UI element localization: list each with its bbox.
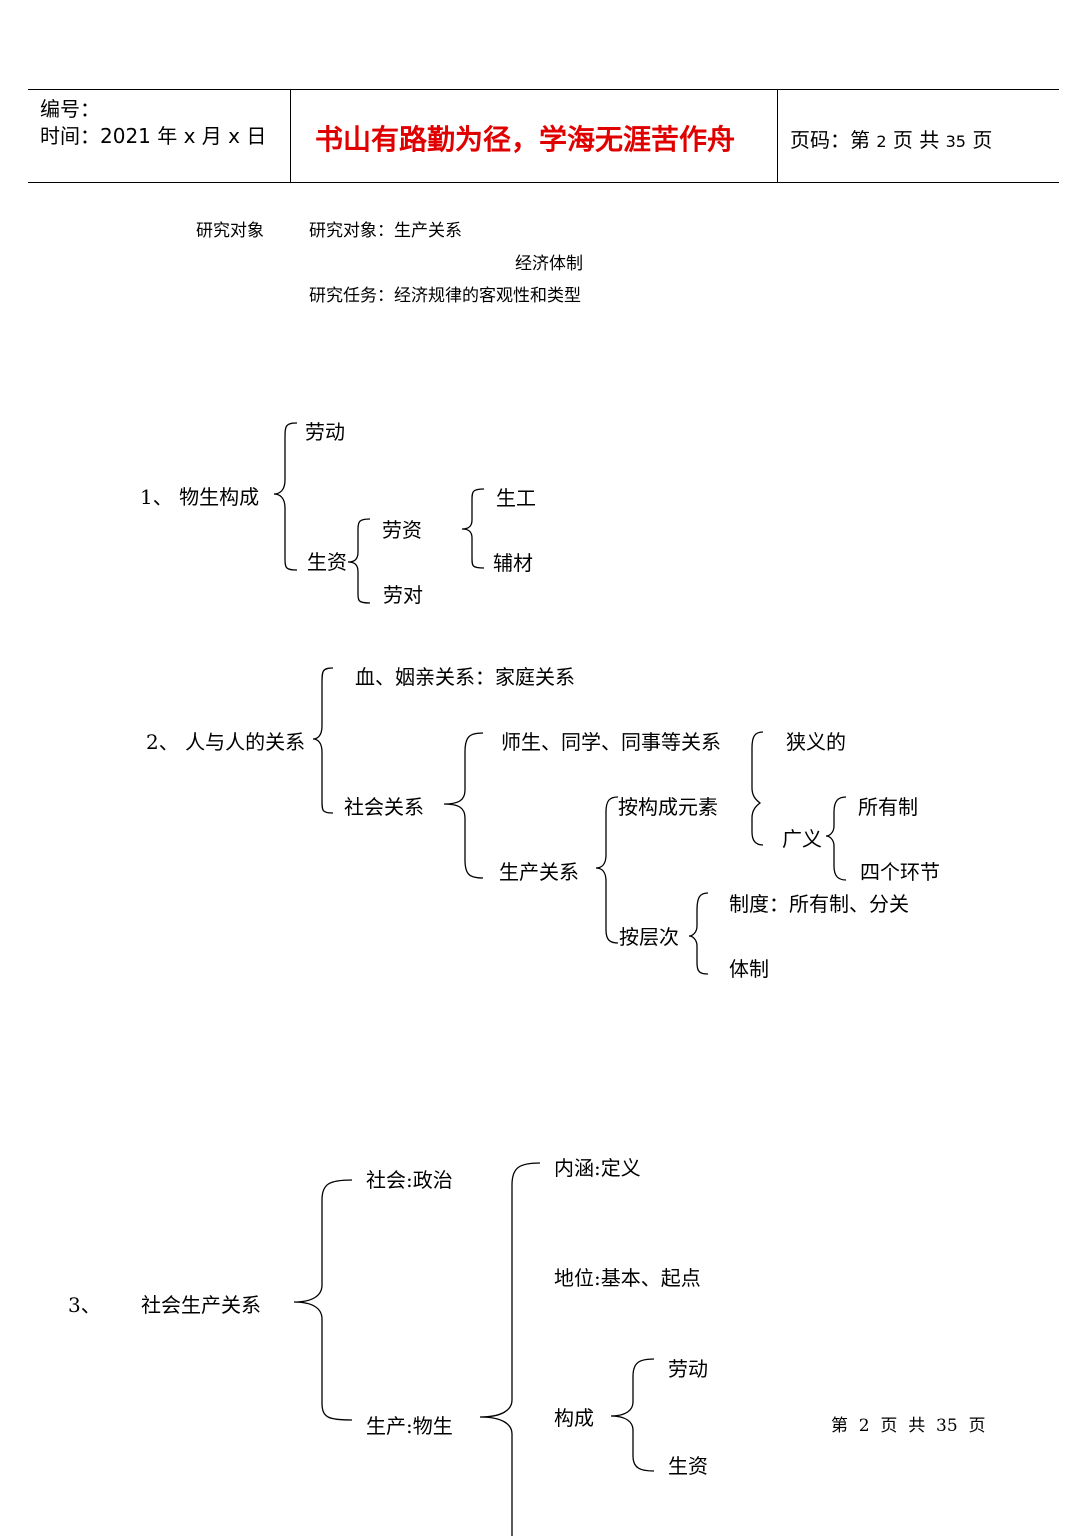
s2-four-links: 四个环节 [860, 860, 940, 884]
page-title: 书山有路勤为径，学海无涯苦作舟 [315, 123, 736, 156]
s2-social-relations: 社会关系 [344, 795, 424, 819]
s2-mechanism: 体制 [729, 957, 769, 981]
s2-teacher-relations: 师生、同学、同事等关系 [501, 730, 721, 754]
s3-composition: 构成 [554, 1406, 594, 1430]
footer-page-number: 第 2 页 共 35 页 [831, 1416, 986, 1436]
time-label: 时间：2021 年 x 月 x 日 [40, 124, 267, 148]
page-counter-suffix: 页 [972, 128, 993, 152]
intro-object-line2: 经济体制 [515, 254, 583, 274]
page-current: 2 [876, 132, 887, 151]
page-counter-mid: 页 共 [892, 128, 940, 152]
intro-object-line: 研究对象：生产关系 [309, 221, 462, 241]
s2-blood-relations: 血、姻亲关系：家庭关系 [355, 665, 575, 689]
s3-social-politics: 社会:政治 [366, 1168, 453, 1192]
brace-s3-production [479, 1162, 541, 1536]
s1-labor-object: 劳对 [383, 583, 423, 607]
s1-labor-means: 劳资 [382, 518, 422, 542]
brace-s2-narrow [751, 731, 764, 846]
s3-label: 社会生产关系 [141, 1293, 261, 1317]
number-label: 编号： [40, 97, 100, 121]
s2-ownership: 所有制 [858, 795, 918, 819]
s2-label: 2、 人与人的关系 [146, 730, 306, 754]
brace-s2-level [688, 892, 709, 975]
header-divider-right [777, 89, 778, 182]
header-divider-left [290, 89, 291, 182]
brace-s2-social [443, 732, 484, 879]
s1-labor: 劳动 [305, 420, 345, 444]
brace-s1-tools [461, 488, 485, 569]
s1-label: 1、 物生构成 [140, 485, 260, 509]
brace-s3-composition [610, 1358, 655, 1472]
s2-by-level: 按层次 [619, 925, 679, 949]
brace-s2-main [312, 667, 334, 814]
s2-system: 制度：所有制、分关 [729, 892, 909, 916]
s2-by-element: 按构成元素 [618, 795, 718, 819]
s1-production-tools: 生工 [496, 486, 536, 510]
s3-production-material: 生产:物生 [366, 1414, 453, 1438]
s2-broad: 广义 [782, 827, 822, 851]
s1-means: 生资 [307, 550, 347, 574]
brace-s3-main [293, 1179, 353, 1421]
page-counter: 页码：第 2 页 共 35 页 [790, 124, 992, 153]
header-top-rule [28, 89, 1059, 90]
s2-narrow: 狭义的 [786, 730, 846, 754]
s3-means: 生资 [668, 1454, 708, 1478]
brace-s1-main [273, 422, 298, 571]
s3-status: 地位:基本、起点 [554, 1266, 701, 1290]
page-total: 35 [945, 132, 966, 151]
header-bottom-rule [28, 182, 1059, 183]
s2-production-relations: 生产关系 [499, 860, 579, 884]
s3-labor: 劳动 [668, 1357, 708, 1381]
intro-task-line: 研究任务：经济规律的客观性和类型 [309, 286, 581, 306]
s3-num: 3、 [68, 1293, 101, 1317]
s1-auxiliary-materials: 辅材 [493, 551, 533, 575]
brace-s1-means [347, 518, 371, 604]
brace-s2-broad [825, 796, 847, 881]
s3-connotation: 内涵:定义 [554, 1156, 641, 1180]
page-counter-prefix: 页码：第 [790, 128, 870, 152]
intro-left-label: 研究对象 [196, 221, 264, 241]
brace-s2-production [595, 796, 619, 944]
